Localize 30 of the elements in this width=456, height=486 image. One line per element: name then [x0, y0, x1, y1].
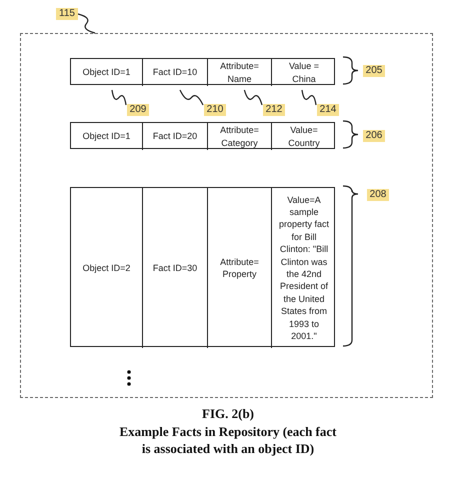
callout-number: 205 — [363, 65, 385, 77]
callout-number: 206 — [363, 130, 385, 142]
leader-line — [111, 90, 127, 106]
fact-field: Value= Country — [272, 123, 336, 150]
fact-field: Value = China — [272, 59, 336, 86]
fact-field: Attribute= Category — [208, 123, 272, 150]
leader-line — [244, 90, 263, 106]
figure-caption: Example Facts in Repository (each fact is associated with an object ID) — [118, 423, 338, 457]
callout-number: 209 — [127, 104, 149, 116]
leader-line — [78, 13, 96, 34]
fact-field: Attribute= Property — [208, 188, 272, 348]
figure-title: FIG. 2(b) — [201, 406, 255, 422]
callout-number: 115 — [56, 8, 78, 20]
fact-field: Fact ID=10 — [143, 59, 208, 86]
fact-field: Fact ID=30 — [143, 188, 208, 348]
callout-number: 212 — [263, 104, 285, 116]
callout-number: 210 — [204, 104, 226, 116]
fact-field: Value=A sample property fact for Bill Clinton: "Bill Clinton was the 42nd President of the United States from 1993 to 2001." — [272, 188, 336, 348]
fact-field: Fact ID=20 — [143, 123, 208, 150]
fact-record — [70, 58, 335, 85]
leader-line — [301, 90, 317, 106]
repository-frame — [20, 33, 433, 398]
fact-field: Object ID=1 — [71, 123, 143, 150]
fact-record — [70, 122, 335, 149]
fact-field: Object ID=1 — [71, 59, 143, 86]
fact-record — [70, 187, 335, 347]
fact-field: Attribute= Name — [208, 59, 272, 86]
fact-field: Object ID=2 — [71, 188, 143, 348]
callout-number: 208 — [367, 189, 389, 201]
callout-number: 214 — [317, 104, 339, 116]
